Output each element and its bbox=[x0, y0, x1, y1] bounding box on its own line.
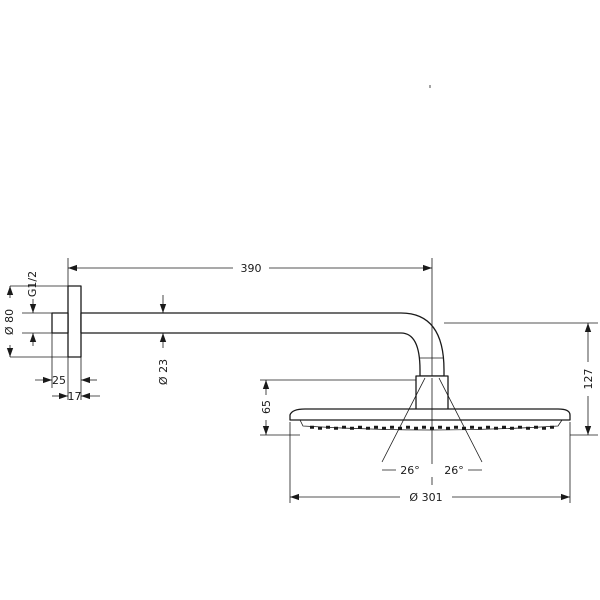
dimension-arm-drop: 127 bbox=[582, 323, 595, 435]
dimension-label-flange-projection: 25 bbox=[52, 374, 66, 387]
dimension-flange-projection: 25 bbox=[35, 374, 97, 387]
dimension-thread: G1/2 bbox=[26, 271, 39, 346]
spray-nozzle bbox=[502, 425, 506, 429]
spray-nozzle bbox=[374, 425, 378, 429]
dimension-head-height: 65 bbox=[260, 380, 273, 435]
extension-lines bbox=[10, 258, 598, 503]
spray-nozzle bbox=[494, 426, 498, 430]
spray-nozzle bbox=[550, 425, 554, 429]
spray-nozzle bbox=[510, 426, 514, 430]
dimension-label-spray-angle-left: 26° bbox=[400, 464, 420, 477]
dimension-label-thread: G1/2 bbox=[26, 271, 39, 297]
spray-nozzle bbox=[526, 426, 530, 430]
spray-nozzle bbox=[334, 426, 338, 430]
dimension-label-spray-angle-right: 26° bbox=[444, 464, 464, 477]
spray-nozzle bbox=[438, 425, 442, 429]
dimension-label-arm-length: 390 bbox=[241, 262, 262, 275]
spray-nozzle bbox=[406, 425, 410, 429]
spray-nozzle bbox=[518, 425, 522, 429]
wall-flange bbox=[51, 285, 82, 358]
spray-nozzle bbox=[350, 426, 354, 430]
dimension-label-flange-thickness: 17 bbox=[68, 390, 82, 403]
shower-arm bbox=[80, 312, 445, 377]
spray-nozzle bbox=[318, 426, 322, 430]
dimension-spray-angles: 26° 26° bbox=[382, 464, 482, 477]
dimension-label-flange-diameter: Ø 80 bbox=[3, 309, 16, 335]
dimension-label-arm-drop: 127 bbox=[582, 369, 595, 390]
spray-nozzle bbox=[342, 425, 346, 429]
spray-nozzle bbox=[326, 425, 330, 429]
spray-nozzle bbox=[462, 426, 466, 430]
dimension-flange-thickness: 17 bbox=[52, 390, 100, 403]
spray-nozzle bbox=[446, 426, 450, 430]
spray-nozzle bbox=[470, 425, 474, 429]
spray-nozzle bbox=[534, 425, 538, 429]
dimension-flange-diameter: Ø 80 bbox=[3, 286, 16, 357]
spray-nozzle bbox=[398, 426, 402, 430]
spray-nozzle bbox=[358, 425, 362, 429]
spray-nozzle bbox=[422, 425, 426, 429]
dimension-head-diameter: Ø 301 bbox=[290, 491, 570, 504]
spray-nozzle bbox=[382, 426, 386, 430]
dimension-label-arm-diameter: Ø 23 bbox=[157, 359, 170, 385]
shower-head bbox=[289, 375, 571, 431]
spray-nozzle bbox=[542, 426, 546, 430]
spray-nozzle bbox=[366, 426, 370, 430]
spray-nozzle bbox=[414, 426, 418, 430]
dimension-arm-diameter: Ø 23 bbox=[157, 295, 170, 385]
spray-nozzle bbox=[454, 425, 458, 429]
spray-nozzle bbox=[310, 425, 314, 429]
spray-nozzle bbox=[478, 426, 482, 430]
dimension-arm-length: 390 bbox=[68, 262, 432, 275]
spray-nozzle bbox=[390, 425, 394, 429]
spray-nozzle bbox=[486, 425, 490, 429]
dimension-label-head-height: 65 bbox=[260, 400, 273, 414]
dimension-label-head-diameter: Ø 301 bbox=[409, 491, 442, 504]
